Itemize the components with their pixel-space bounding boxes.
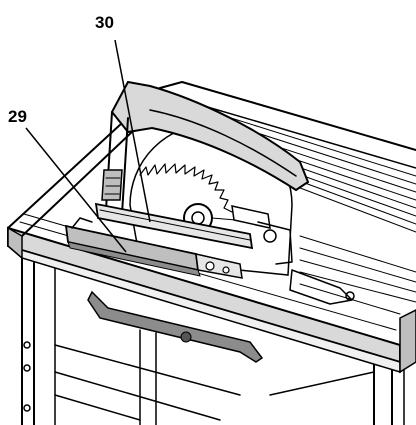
rip-fence [64, 217, 243, 279]
callout-29: 29 [8, 107, 127, 253]
callout-29-label: 29 [8, 107, 27, 126]
saw-base [21, 251, 405, 425]
callout-30-leader [114, 39, 151, 223]
rip-fence-guide [94, 202, 293, 265]
callout-30: 30 [95, 13, 151, 223]
callout-29-leader [25, 127, 127, 253]
callout-30-label: 30 [95, 13, 114, 32]
under-table-bracket [87, 290, 264, 363]
blade-guard [101, 80, 310, 215]
